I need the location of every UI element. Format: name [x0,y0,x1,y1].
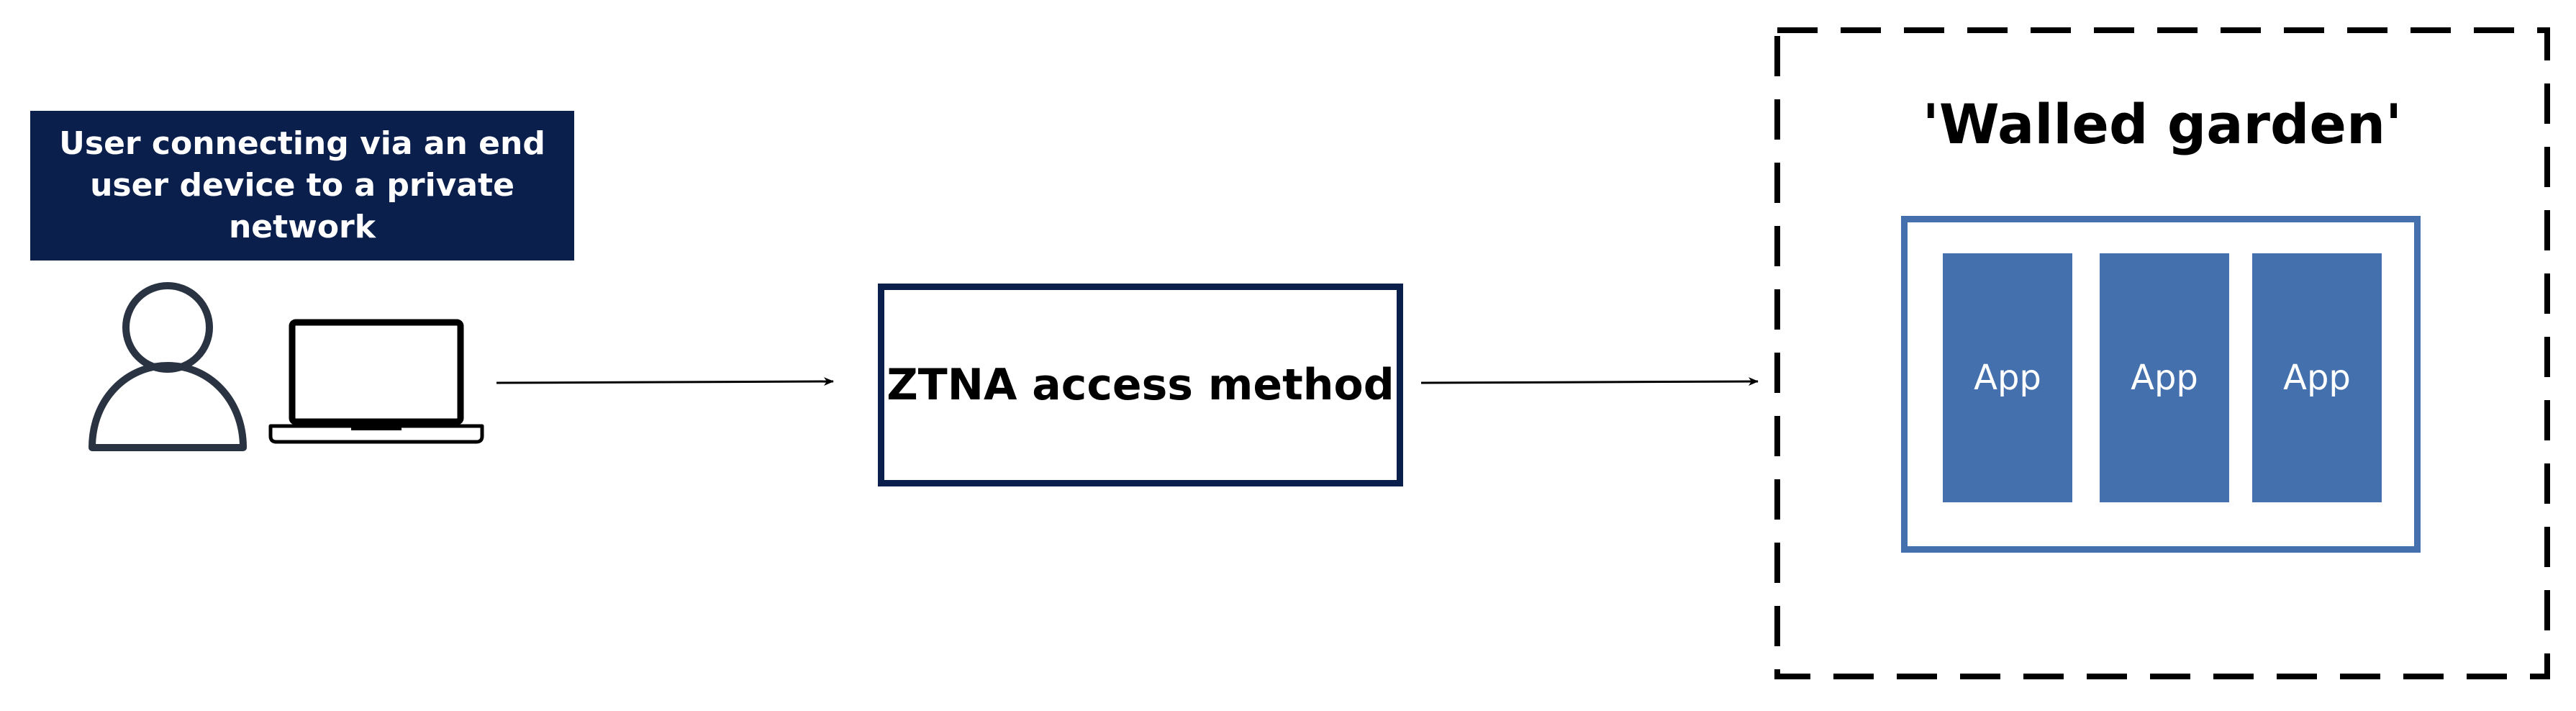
app-label: App [2131,358,2198,398]
walled-garden-title: 'Walled garden' [1922,92,2403,156]
app-box-1: App [1943,253,2072,502]
app-label: App [2283,358,2351,398]
app-box-2: App [2100,253,2229,502]
ztna-box: ZTNA access method [878,284,1403,486]
ztna-label: ZTNA access method [886,360,1394,410]
arrow-user-to-ztna [496,377,834,386]
walled-garden-border [1774,27,2550,679]
user-label-text: User connecting via an end user device t… [59,125,545,245]
user-label-box: User connecting via an end user device t… [30,111,574,261]
arrow-ztna-to-garden [1420,377,1759,386]
person-icon [89,282,247,451]
app-label: App [1974,358,2041,398]
app-box-3: App [2252,253,2382,502]
laptop-icon [268,319,484,444]
